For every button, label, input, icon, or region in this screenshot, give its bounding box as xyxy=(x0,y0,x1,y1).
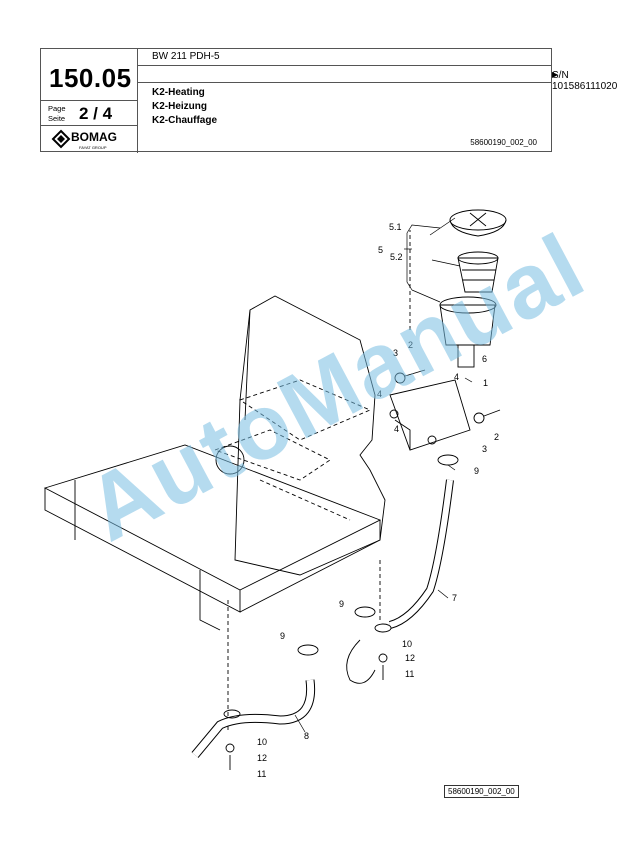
title-de: K2-Heizung xyxy=(152,101,207,112)
callout-9-mid: 9 xyxy=(339,599,344,609)
serial-cell: S/N 101586111020 ▶ xyxy=(138,66,617,92)
logo-text: BOMAG xyxy=(71,130,117,144)
strainer-basket xyxy=(457,257,499,293)
callout-4-left: 4 xyxy=(377,389,382,399)
filter-housing xyxy=(439,304,496,346)
callout-11-right: 11 xyxy=(405,669,414,679)
callout-11-left: 11 xyxy=(257,769,266,779)
callout-labels: 5.1 5.2 5 2 3 6 4 1 4 4 2 3 9 7 9 10 12 … xyxy=(257,222,499,779)
callout-8: 8 xyxy=(304,731,309,741)
logo-subtext: FAYAT GROUP xyxy=(79,145,107,150)
callout-1: 1 xyxy=(483,378,488,388)
drawing-number: 58600190_002_00 xyxy=(444,785,519,798)
model-cell: BW 211 PDH-5 xyxy=(138,49,551,66)
model-name: BW 211 PDH-5 xyxy=(152,51,220,62)
callout-2-right: 2 xyxy=(494,432,499,442)
document-number: 58600190_002_00 xyxy=(470,138,537,147)
callout-10-right: 10 xyxy=(402,639,412,649)
callout-12-right: 12 xyxy=(405,653,415,663)
titles-cell: K2-Heating K2-Heizung K2-Chauffage 58600… xyxy=(138,83,551,151)
serial-number: S/N 101586111020 ▶ xyxy=(552,70,617,92)
title-en: K2-Heating xyxy=(152,87,205,98)
bomag-logo: BOMAG FAYAT GROUP xyxy=(41,126,138,153)
page-of-cell: Page Seite 2 / 4 xyxy=(41,101,138,126)
page-number-cell: 150.05 xyxy=(41,49,138,101)
callout-3: 3 xyxy=(393,348,398,358)
seite-label: Seite xyxy=(48,114,66,123)
callout-2: 2 xyxy=(408,340,413,350)
page-label: Page xyxy=(48,104,66,113)
bomag-diamond-icon: BOMAG FAYAT GROUP xyxy=(51,129,117,150)
title-block: 150.05 BW 211 PDH-5 S/N 101586111020 ▶ P… xyxy=(40,48,617,153)
callout-9-top: 9 xyxy=(474,466,479,476)
serial-arrow-icon: ▶ xyxy=(552,70,559,79)
callout-9-left: 9 xyxy=(280,631,285,641)
callout-4-mid: 4 xyxy=(394,424,399,434)
callout-5-1: 5.1 xyxy=(389,222,402,232)
page-number: 150.05 xyxy=(49,63,132,93)
callout-7: 7 xyxy=(452,593,457,603)
callout-10-left: 10 xyxy=(257,737,267,747)
heater-panel xyxy=(234,295,386,576)
callout-12-left: 12 xyxy=(257,753,267,763)
callout-5: 5 xyxy=(378,245,383,255)
callout-4-top: 4 xyxy=(454,372,459,382)
title-fr: K2-Chauffage xyxy=(152,115,218,126)
callout-3-right: 3 xyxy=(482,444,487,454)
callout-6: 6 xyxy=(482,354,487,364)
mounting-bracket xyxy=(389,379,471,451)
callout-5-2: 5.2 xyxy=(390,252,403,262)
page-of: 2 / 4 xyxy=(79,104,113,123)
